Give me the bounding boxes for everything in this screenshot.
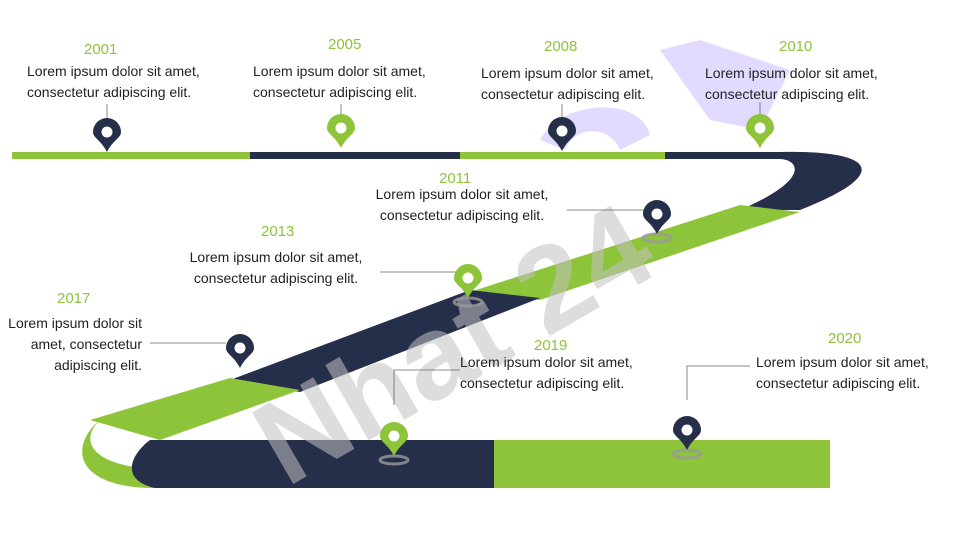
milestone-year-2008: 2008 — [544, 38, 578, 55]
connector-2019 — [393, 369, 460, 405]
pin-2001 — [93, 118, 121, 152]
milestone-text-2020: Lorem ipsum dolor sit amet, consectetur … — [756, 354, 929, 391]
watermark-shape — [660, 40, 790, 130]
road-curve-right — [740, 151, 862, 210]
pin-2008 — [548, 117, 576, 151]
connector-2020 — [686, 365, 750, 400]
milestone-text-2011: Lorem ipsum dolor sit amet, consectetur … — [375, 186, 549, 223]
pin-layer — [93, 102, 774, 466]
milestone-text-2013: Lorem ipsum dolor sit amet, consectetur … — [189, 249, 363, 286]
pin-2019 — [378, 422, 410, 466]
pin-2005 — [327, 114, 355, 148]
milestone-text-2010: Lorem ipsum dolor sit amet, consectetur … — [705, 65, 878, 102]
pin-hole — [681, 424, 693, 436]
milestone-year-2011: 2011 — [439, 170, 472, 187]
pin-hole — [234, 342, 246, 354]
road-diagonal-segment — [230, 290, 540, 392]
pin-hole — [388, 430, 400, 442]
milestone-text-2017: Lorem ipsum dolor sit amet, consectetur … — [8, 315, 142, 373]
road-bottom-segment — [131, 440, 495, 488]
pin-hole — [651, 208, 663, 220]
track-segment — [250, 152, 460, 159]
pin-2017 — [226, 334, 254, 368]
pin-hole — [462, 272, 474, 284]
pin-hole — [335, 122, 347, 134]
milestone-year-2020: 2020 — [828, 330, 862, 347]
road-bottom-segment — [494, 440, 830, 488]
track-segment — [12, 152, 250, 159]
milestone-year-2005: 2005 — [328, 36, 362, 53]
pin-hole — [754, 122, 766, 134]
road-curve-left — [82, 405, 160, 489]
milestone-text-2001: Lorem ipsum dolor sit amet, consectetur … — [27, 63, 200, 100]
pin-2013 — [452, 264, 484, 308]
milestone-year-2001: 2001 — [84, 41, 118, 58]
milestone-year-2019: 2019 — [534, 337, 568, 354]
pin-2020 — [671, 416, 703, 460]
milestone-year-2013: 2013 — [261, 223, 295, 240]
pin-hole — [556, 125, 568, 137]
pin-2011 — [641, 200, 673, 244]
road-layer — [12, 151, 862, 489]
road-diagonal-segment — [470, 205, 800, 300]
pin-hole — [101, 126, 113, 138]
track-segment — [665, 152, 785, 159]
road-diagonal-segment — [90, 378, 300, 440]
milestone-text-2008: Lorem ipsum dolor sit amet, consectetur … — [481, 65, 654, 102]
milestone-year-2017: 2017 — [57, 290, 91, 307]
milestone-text-2019: Lorem ipsum dolor sit amet, consectetur … — [460, 354, 633, 391]
track-segment — [460, 152, 665, 159]
milestone-year-2010: 2010 — [779, 38, 813, 55]
pin-2010 — [746, 114, 774, 148]
milestone-text-2005: Lorem ipsum dolor sit amet, consectetur … — [253, 63, 426, 100]
